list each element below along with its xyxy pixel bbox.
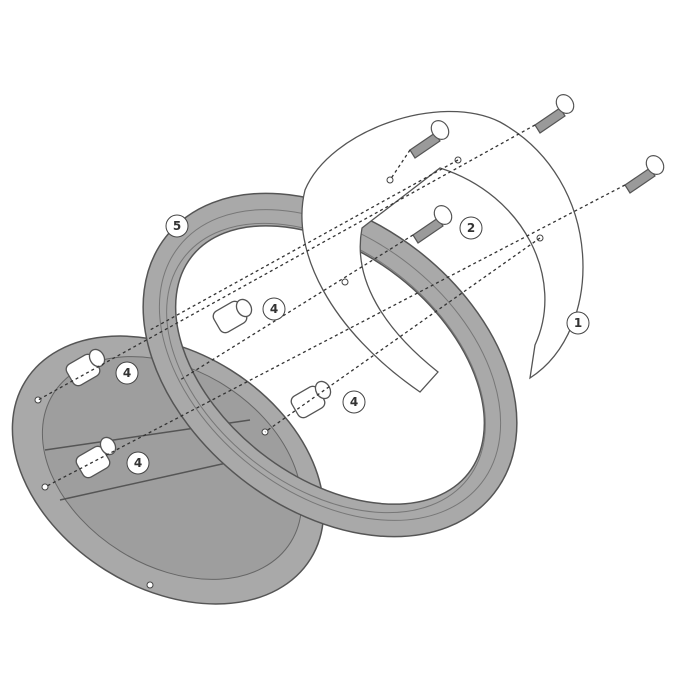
bolt [534, 94, 575, 134]
callout-5: 5 [165, 214, 189, 238]
base-plate [11, 335, 325, 605]
callout-4d: 4 [126, 451, 150, 475]
svg-text:5: 5 [173, 219, 181, 233]
spacer [290, 380, 332, 419]
top-plate [301, 110, 584, 393]
callout-2: 2 [459, 216, 483, 240]
callout-1: 1 [566, 311, 590, 335]
assembly-lines [37, 124, 626, 488]
svg-text:1: 1 [574, 316, 582, 330]
spacer [75, 436, 117, 479]
callout-4a: 4 [262, 297, 286, 321]
svg-text:2: 2 [467, 221, 475, 235]
bolts [409, 94, 665, 244]
spacer [212, 298, 253, 334]
bolt [624, 155, 665, 194]
svg-text:4: 4 [123, 366, 131, 380]
mounting-ring [142, 192, 518, 538]
callout-4c: 4 [342, 390, 366, 414]
bolt [412, 205, 453, 244]
svg-text:4: 4 [134, 456, 142, 470]
bolt [409, 120, 450, 159]
svg-text:4: 4 [350, 395, 358, 409]
svg-text:4: 4 [270, 302, 278, 316]
callout-4b: 4 [115, 361, 139, 385]
spacer [65, 348, 106, 387]
